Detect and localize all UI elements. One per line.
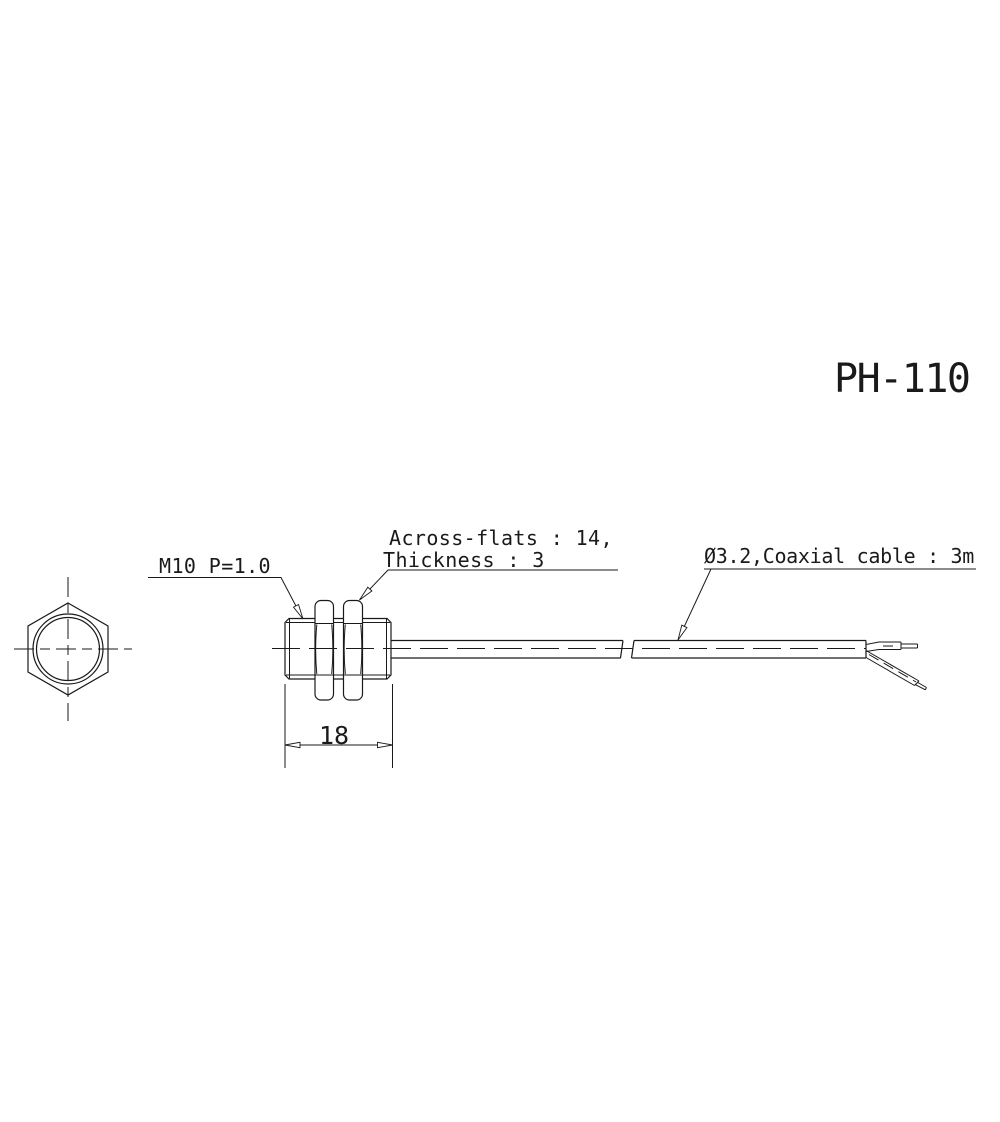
nut-spec-line2: Thickness : 3 [383, 548, 545, 572]
model-number: PH-110 [834, 356, 970, 402]
callout-leaders [148, 568, 976, 641]
cable-spec-label: Ø3.2,Coaxial cable : 3m [704, 544, 974, 568]
body-length-dimension: 18 [319, 721, 349, 750]
thread-minor-lines [286, 622, 390, 676]
nut-leader [359, 569, 618, 601]
dimension-arrow-left [284, 741, 301, 749]
cable-right-segment [630, 639, 867, 659]
upper-lead-wire [865, 641, 918, 652]
nut-leader-arrow [359, 586, 373, 601]
hex-nut-2-facet-lines [343, 623, 363, 676]
nut-spec-line1: Across-flats : 14, [389, 526, 613, 550]
lower-lead-wire [865, 650, 927, 691]
cable-left-segment [391, 639, 624, 659]
hex-nut-1 [314, 599, 335, 701]
cable-leader-arrow [677, 624, 688, 641]
dimension-arrow-right [377, 741, 393, 749]
dimension-extension-lines [284, 684, 393, 768]
front-view [14, 577, 132, 721]
hex-nut-1-chamfer-arcs [315, 624, 334, 675]
hex-nut-2-chamfer-arcs [343, 624, 363, 675]
cable-leader [677, 568, 976, 641]
sensor-body-outline [284, 617, 392, 680]
thread-leader [148, 577, 303, 619]
length-dimension: 18 [284, 684, 393, 768]
hex-nut-1-facet-lines [315, 623, 334, 676]
lower-lead-centerline [868, 654, 917, 683]
hex-nut-2 [342, 599, 364, 701]
side-view [272, 599, 927, 701]
thread-leader-arrow [292, 603, 304, 620]
thread-spec-label: M10 P=1.0 [159, 554, 271, 578]
